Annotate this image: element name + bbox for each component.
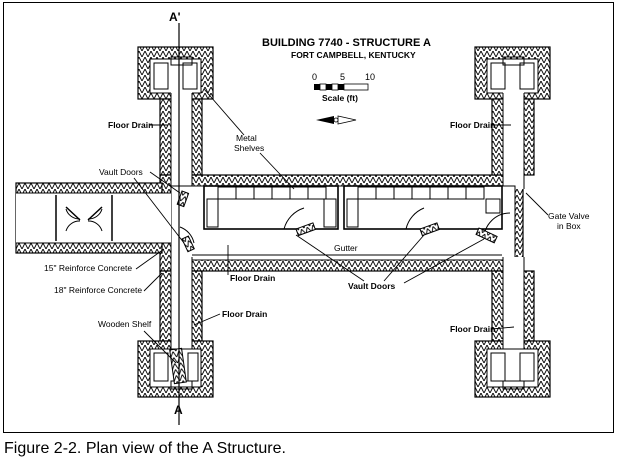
entry-tunnel-doors	[55, 195, 113, 241]
north-arrow-icon	[316, 115, 357, 125]
vault-door-left-upper	[176, 190, 190, 208]
vault-door-2	[419, 222, 440, 237]
figure-frame: A' A BUILDING 7740 - STRUCTURE A FORT CA…	[3, 2, 614, 433]
svg-text:0: 0	[312, 72, 317, 82]
svg-text:5: 5	[340, 72, 345, 82]
vault-door-left-lower	[181, 235, 195, 253]
floor-drain-label: Floor Drain	[450, 324, 495, 334]
drawing-subtitle: FORT CAMPBELL, KENTUCKY	[291, 50, 416, 60]
concrete-15-label: 15" Reinforce Concrete	[44, 263, 132, 273]
figure-caption: Figure 2-2. Plan view of the A Structure…	[4, 440, 286, 457]
gate-valve-label: Gate Valve	[548, 211, 590, 221]
plan-view-drawing: A' A BUILDING 7740 - STRUCTURE A FORT CA…	[15, 10, 590, 425]
metal-shelves-label: Metal	[236, 133, 257, 143]
floor-drain-label: Floor Drain	[450, 120, 495, 130]
vault-doors-label: Vault Doors	[99, 167, 143, 177]
gutter-label: Gutter	[334, 243, 358, 253]
svg-text:10: 10	[365, 72, 375, 82]
vault-door-swing-1	[283, 207, 305, 230]
bunker-shelves	[153, 56, 535, 390]
scale-label: Scale (ft)	[322, 93, 358, 103]
floor-drain-label: Floor Drain	[222, 309, 267, 319]
drawing-title: BUILDING 7740 - STRUCTURE A	[262, 37, 431, 49]
vault-doors-label: Vault Doors	[348, 281, 396, 291]
vault-door-1	[295, 222, 316, 237]
vault-door-swing-2	[405, 207, 425, 230]
section-mark-top: A'	[169, 10, 181, 24]
gate-valve-label-2: in Box	[557, 221, 581, 231]
scale-bar: 0 5 10 Scale (ft)	[312, 72, 375, 103]
vault-rooms	[176, 185, 511, 256]
wooden-shelf-symbol	[169, 347, 187, 385]
concrete-18-label: 18" Reinforce Concrete	[54, 285, 142, 295]
metal-shelves-label-2: Shelves	[234, 143, 264, 153]
vault-door-swing-left	[179, 226, 195, 244]
floor-drain-label: Floor Drain	[230, 273, 275, 283]
annotation-labels: Floor Drain Metal Shelves Floor Drain Va…	[44, 88, 590, 364]
wooden-shelf-label: Wooden Shelf	[98, 319, 152, 329]
floor-drain-label: Floor Drain	[108, 120, 153, 130]
section-mark-bottom: A	[174, 403, 183, 417]
vault-door-3	[475, 227, 498, 244]
